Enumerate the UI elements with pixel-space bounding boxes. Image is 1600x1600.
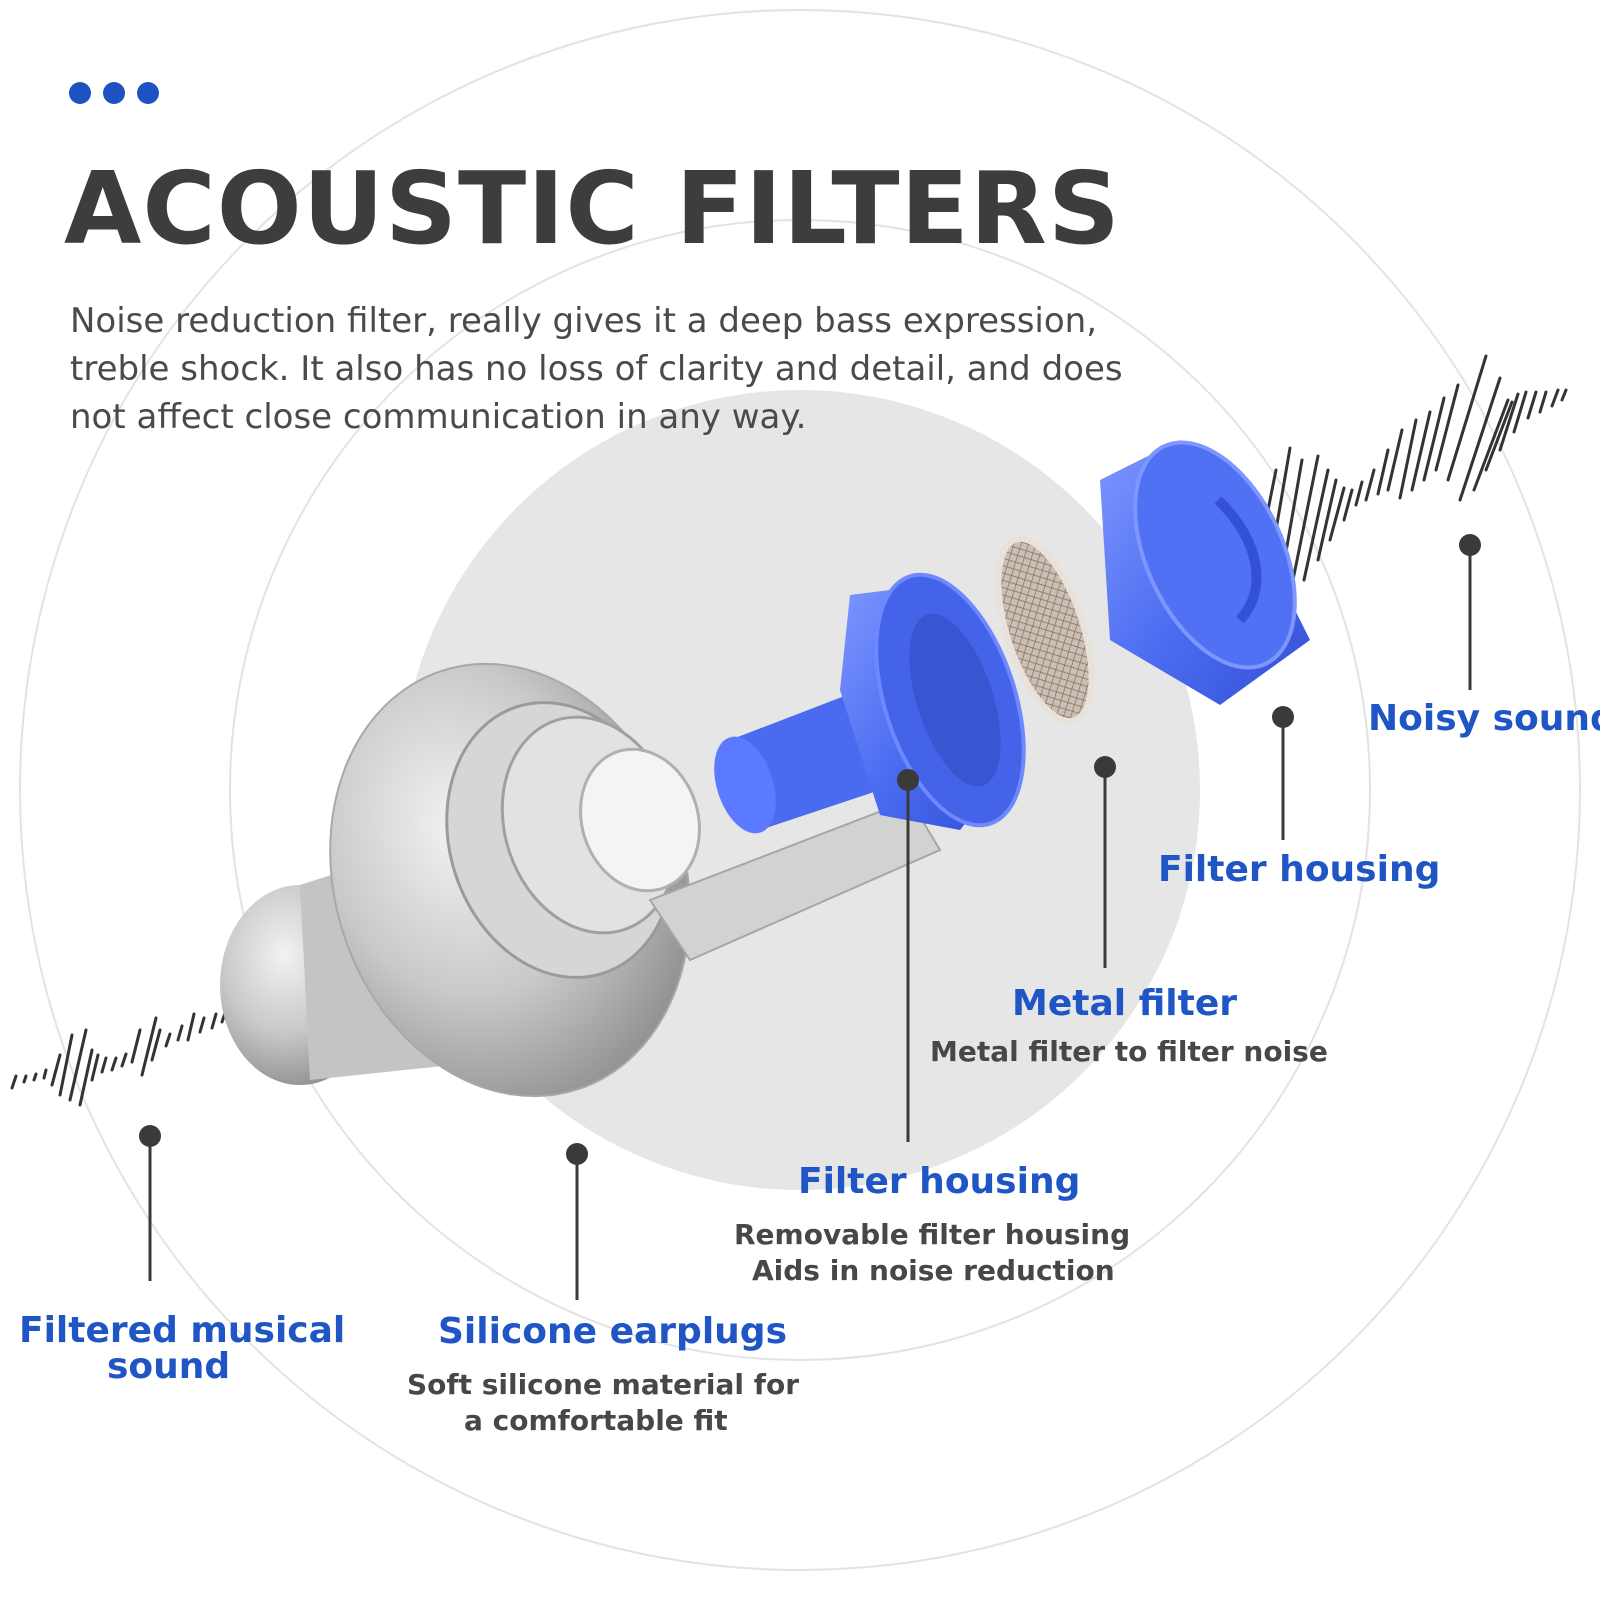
metal-filter-illustration [995,535,1095,725]
silicone-earplugs-line-1: Soft silicone material for [407,1368,799,1401]
outer-filter-housing-illustration [1100,440,1310,705]
noisy-sound-label: Noisy sound [1368,698,1600,739]
dot [69,82,91,104]
inner-filter-housing-illustration [714,572,1026,834]
inner-filter-housing-line-1: Removable filter housing [734,1218,1131,1251]
page-title: ACOUSTIC FILTERS [64,150,1121,267]
metal-filter-label: Metal filter [1012,983,1238,1024]
leader-lines [139,534,1481,1300]
dot [137,82,159,104]
filtered-sound-label-line-1: Filtered musical [19,1310,346,1351]
silicone-earplugs-line-2: a comfortable fit [464,1404,728,1437]
metal-filter-description: Metal filter to filter noise [930,1035,1328,1068]
filtered-sound-label-line-2: sound [107,1346,231,1387]
inner-filter-housing-label: Filter housing [798,1161,1081,1202]
silicone-earplug-illustration [220,662,942,1098]
outer-filter-housing-label: Filter housing [1158,849,1441,890]
dot [103,82,125,104]
description: Noise reduction filter, really gives it … [70,301,1123,437]
inner-filter-housing-line-2: Aids in noise reduction [752,1254,1115,1287]
decorative-dots [69,82,159,104]
filtered-sound-wave [10,1004,238,1107]
silicone-earplugs-label: Silicone earplugs [438,1311,787,1352]
